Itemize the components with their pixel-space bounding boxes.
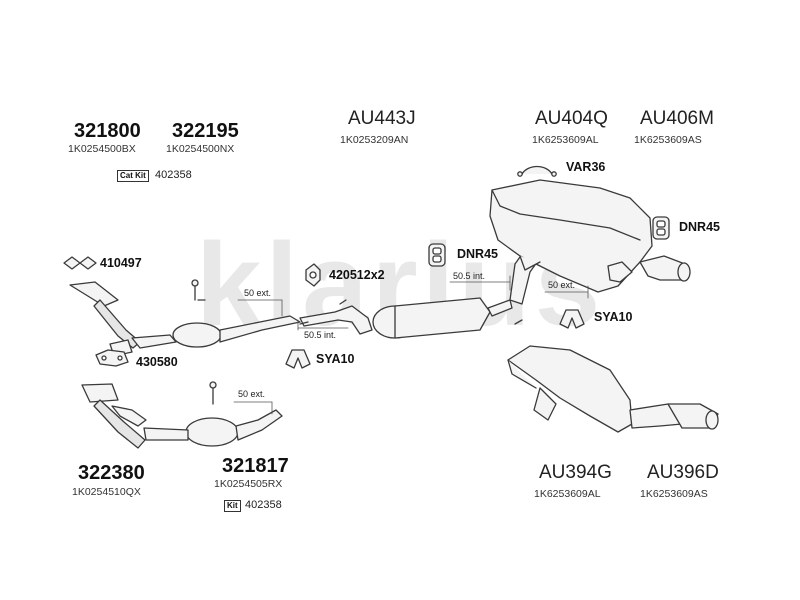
part-322195-oem: 1K0254500NX: [166, 143, 235, 155]
accessory-var36: VAR36: [566, 160, 606, 174]
cat-kit-badge: Cat Kit: [117, 170, 149, 182]
measurement-lines: [233, 275, 589, 415]
accessory-420512: 420512x2: [329, 268, 385, 282]
part-au404q-oem: 1K6253609AL: [532, 134, 599, 146]
part-321800-oem: 1K0254500BX: [68, 143, 136, 155]
upper-downpipe-catalyst: [69, 279, 301, 357]
part-322380-number: 322380: [78, 462, 145, 484]
accessory-430580: 430580: [136, 355, 178, 369]
rear-silencer-upper: [489, 179, 691, 293]
part-au394g-oem: 1K6253609AL: [534, 488, 601, 500]
part-au406m-oem: 1K6253609AS: [634, 134, 702, 146]
measure-ext-mid: 50 ext.: [548, 280, 576, 290]
part-au396d-number: AU396D: [647, 462, 719, 483]
accessory-410497: 410497: [100, 256, 142, 270]
accessory-dnr45-right: DNR45: [679, 220, 720, 234]
part-au394g-number: AU394G: [539, 462, 612, 483]
measure-ext-upper: 50 ext.: [244, 288, 272, 298]
rear-silencer-lower: [507, 345, 719, 433]
part-au406m-number: AU406M: [640, 108, 714, 129]
measure-ext-lower: 50 ext.: [238, 389, 266, 399]
centre-pipe-middle-silencer: [299, 249, 541, 339]
kit-badge: Kit: [224, 500, 241, 512]
part-322380-oem: 1K0254510QX: [72, 486, 141, 498]
part-321817-number: 321817: [222, 455, 289, 477]
lower-downpipe-catalyst: [81, 381, 283, 449]
part-321800-number: 321800: [74, 120, 141, 142]
measure-int-mid: 50.5 int.: [453, 271, 486, 281]
kit-number: 402358: [245, 499, 282, 511]
accessory-dnr45-mid: DNR45: [457, 247, 498, 261]
accessory-sya10-mid: SYA10: [316, 352, 355, 366]
measure-int-lower: 50.5 int.: [304, 330, 337, 340]
part-au443j-number: AU443J: [348, 108, 416, 129]
cat-kit-number: 402358: [155, 169, 192, 181]
part-322195-number: 322195: [172, 120, 239, 142]
part-au404q-number: AU404Q: [535, 108, 608, 129]
part-au443j-oem: 1K0253209AN: [340, 134, 409, 146]
part-au396d-oem: 1K6253609AS: [640, 488, 708, 500]
accessory-sya10-right: SYA10: [594, 310, 633, 324]
part-321817-oem: 1K0254505RX: [214, 478, 283, 490]
accessory-glyphs: [63, 165, 670, 369]
